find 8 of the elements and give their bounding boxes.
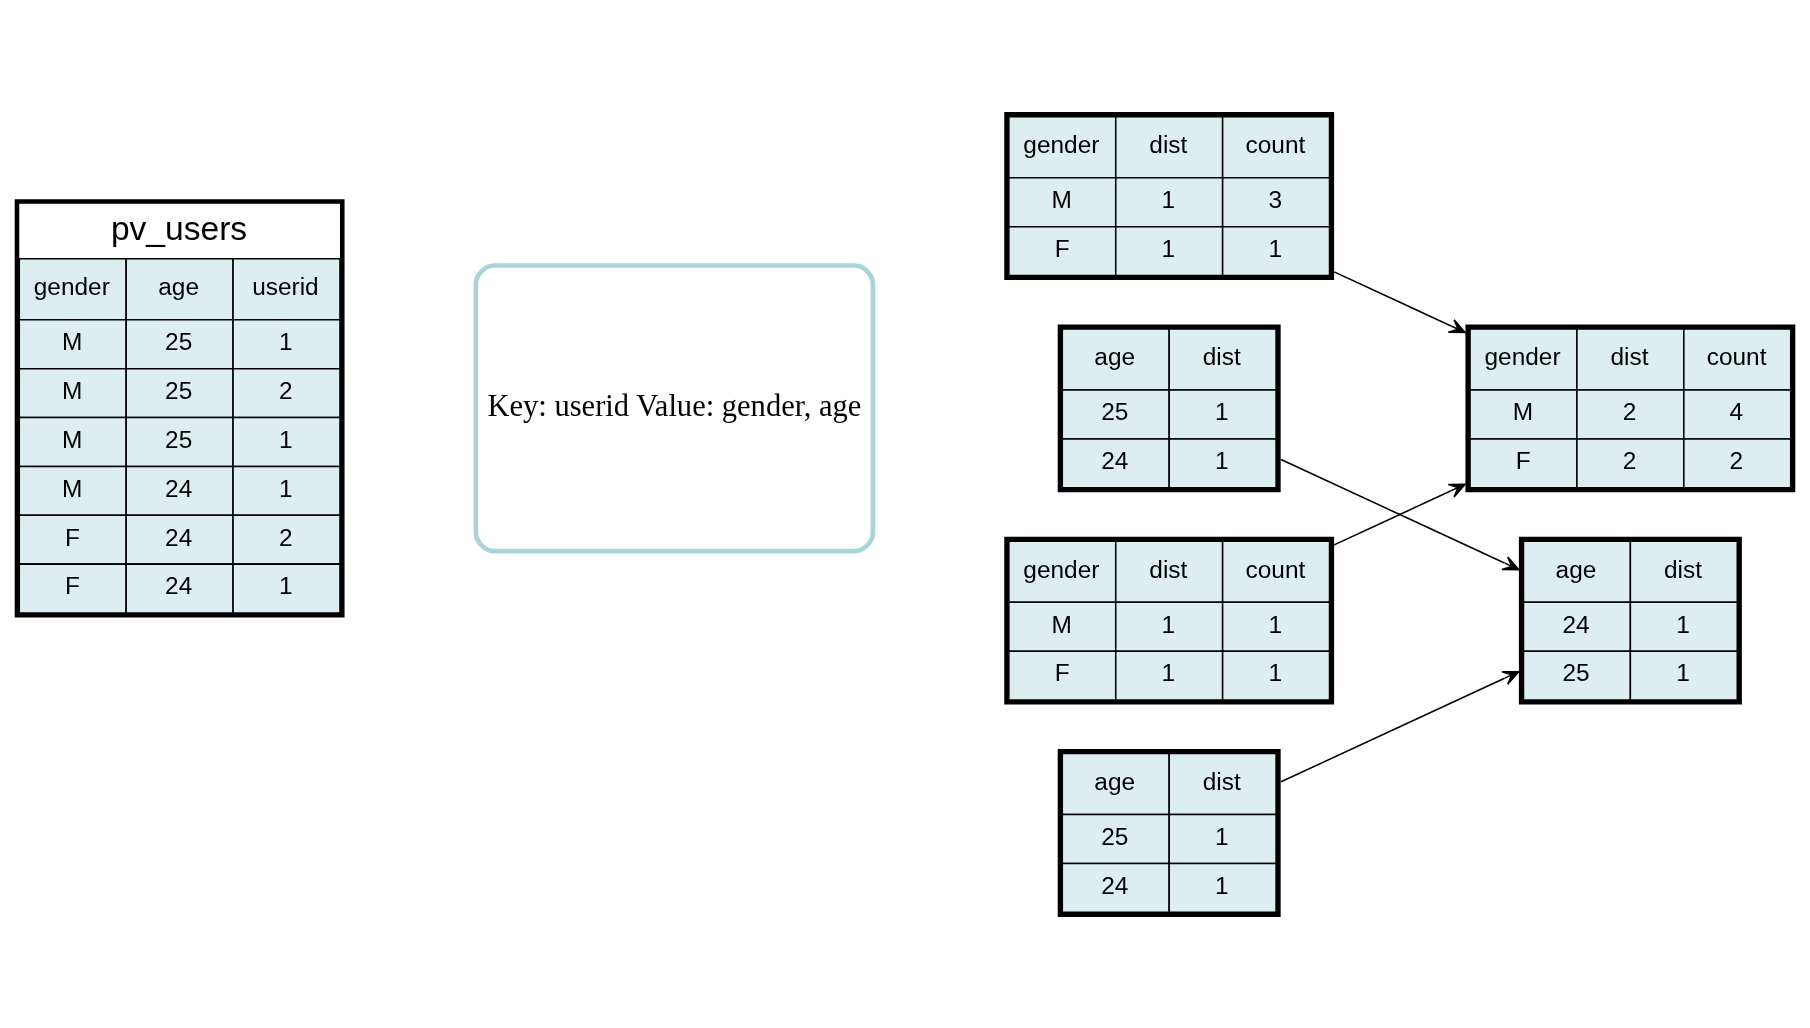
arrow (1280, 458, 1520, 570)
node-box: Key: userid Value: gender, age (473, 262, 876, 553)
node-box: age dist 25 1 24 1 (1057, 748, 1281, 917)
node-box: pv_users gender age userid M 25 1 M 25 2 M 25 1 M 24 1 F 24 2 F 24 1 (14, 198, 345, 618)
arrow (1280, 670, 1520, 783)
arrow (1333, 483, 1466, 546)
node-box: gender dist count M 1 3 F 1 1 (1004, 111, 1335, 280)
arrow (1333, 270, 1466, 333)
